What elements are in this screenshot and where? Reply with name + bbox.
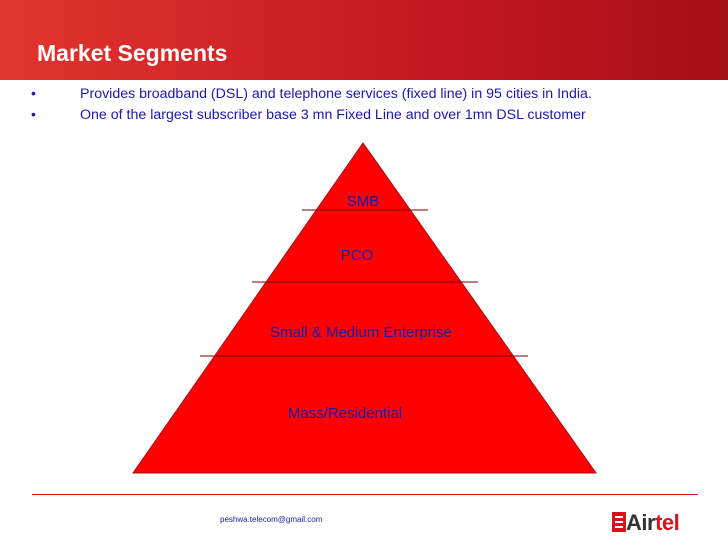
footer-divider xyxy=(32,494,698,495)
bullet-item: • Provides broadband (DSL) and telephone… xyxy=(0,85,728,106)
logo-accent: tel xyxy=(655,510,680,535)
logo-prefix: Air xyxy=(626,510,656,535)
bullet-text: One of the largest subscriber base 3 mn … xyxy=(80,107,586,123)
pyramid-level-label: Small & Medium Enterprise xyxy=(270,324,452,341)
bullet-text: Provides broadband (DSL) and telephone s… xyxy=(80,86,592,102)
title-bar: Market Segments xyxy=(0,0,728,80)
pyramid-level-label: Mass/Residential xyxy=(288,405,402,422)
bullet-list: • Provides broadband (DSL) and telephone… xyxy=(0,85,728,127)
pyramid-level-label: PCO xyxy=(341,247,374,264)
bullet-item: • One of the largest subscriber base 3 m… xyxy=(0,106,728,127)
airtel-logo-icon xyxy=(612,512,626,532)
slide-title: Market Segments xyxy=(37,40,228,66)
bullet-marker: • xyxy=(31,85,36,101)
pyramid-shape xyxy=(132,142,597,474)
airtel-logo: Airtel xyxy=(626,510,680,536)
footer-email: peshwa.telecom@gmail.com xyxy=(220,515,323,524)
pyramid-level-label: SMB xyxy=(347,193,380,210)
bullet-marker: • xyxy=(31,106,36,122)
